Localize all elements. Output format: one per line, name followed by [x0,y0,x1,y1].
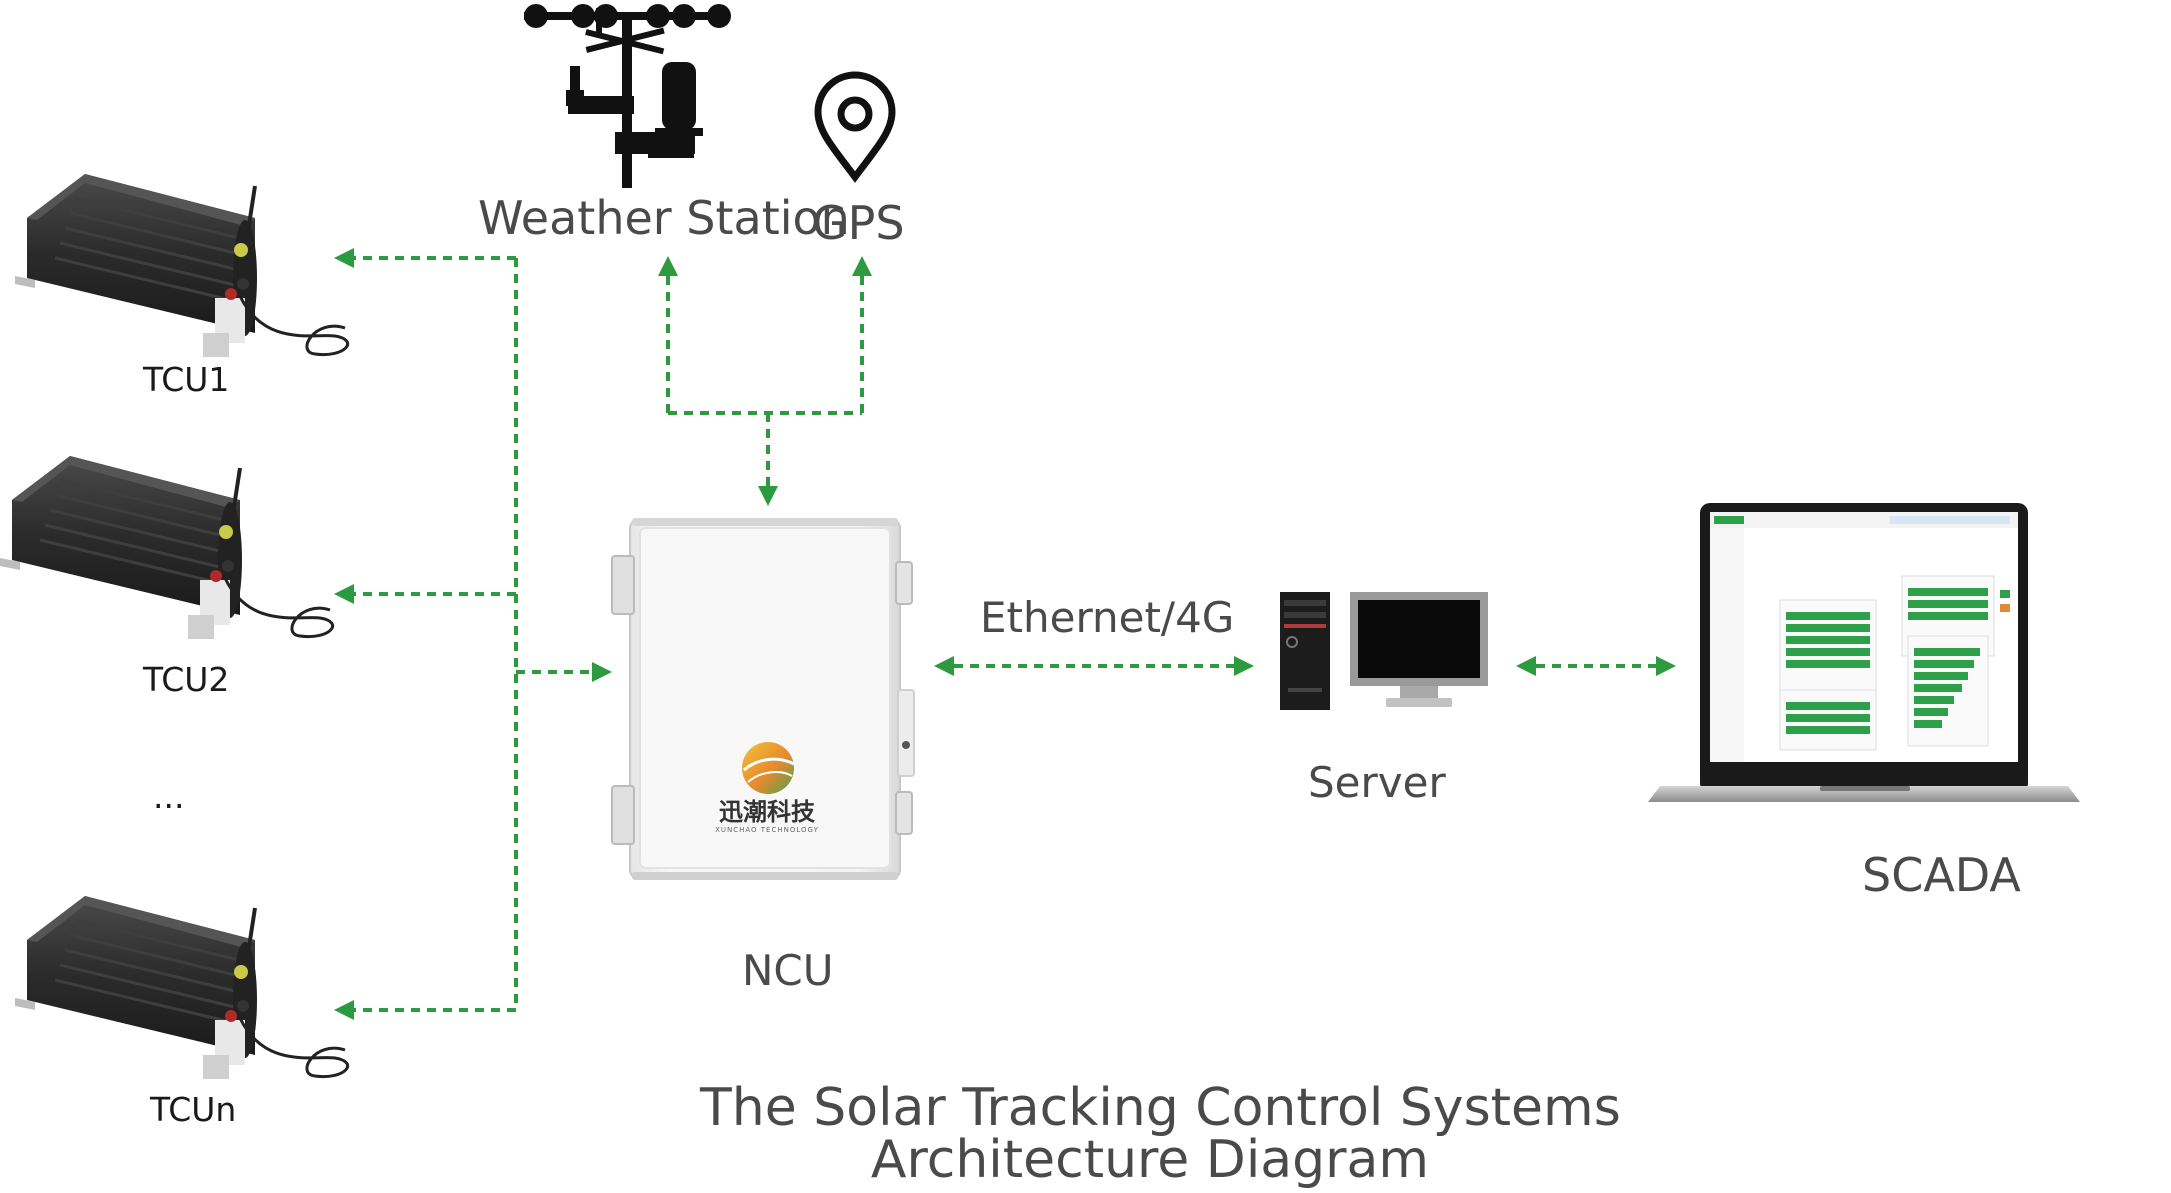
ncu-device: 迅潮科技 XUNCHAO TECHNOLOGY [611,518,915,880]
tcun-device [15,896,350,1079]
diagram-title-line1: The Solar Tracking Control Systems [700,1078,1621,1138]
ncu-brand-subtext: XUNCHAO TECHNOLOGY [715,826,819,834]
weather-station-label: Weather Station [478,191,850,245]
ncu-label: NCU [742,946,834,995]
gps-pin-icon [814,71,896,183]
tcu1-label: TCU1 [143,360,230,399]
ethernet-4g-label: Ethernet/4G [980,593,1235,642]
diagram-title: The Solar Tracking Control Systems Archi… [700,1078,1621,1190]
tcu1-device [15,174,350,357]
server-icon [1280,592,1488,710]
tcu-ellipsis-label: ... [153,777,185,816]
tcu2-label: TCU2 [143,660,230,699]
brand-logo-icon [742,742,795,794]
ncu-brand-text: 迅潮科技 [719,798,816,826]
scada-panel-blocks [1779,575,2012,751]
gps-label: GPS [812,196,905,250]
tcu2-device [0,456,335,639]
diagram-title-line2: Architecture Diagram [870,1130,1430,1190]
connectors [334,248,1676,1020]
scada-laptop [1648,503,2080,802]
server-label: Server [1308,758,1446,807]
tcun-label: TCUn [150,1090,237,1129]
scada-label: SCADA [1862,848,2021,902]
weather-station-icon [524,4,731,188]
